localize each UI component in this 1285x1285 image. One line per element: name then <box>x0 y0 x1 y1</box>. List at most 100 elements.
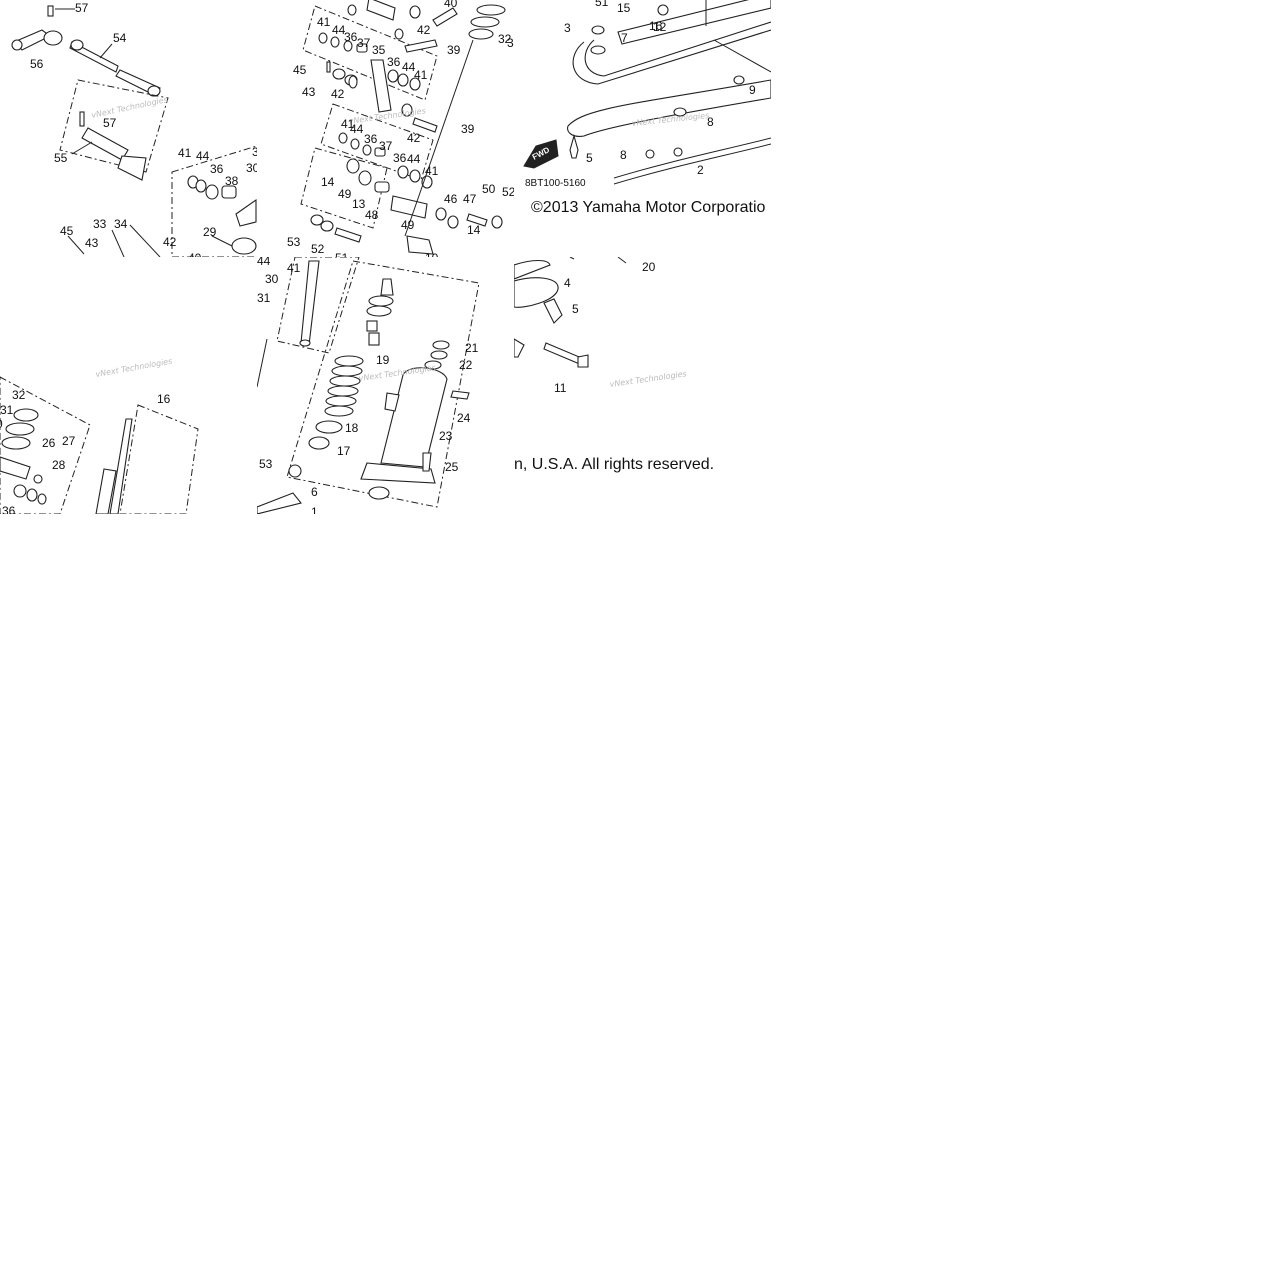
copyright-line-2: n, U.S.A. All rights reserved. <box>514 456 715 473</box>
callout-tc-13: 13 <box>352 197 366 211</box>
callout-bc-1: 1 <box>311 505 318 514</box>
callout-tc-10: 10 <box>425 251 439 257</box>
callout-bc-44: 44 <box>257 257 271 268</box>
ski-rail <box>617 0 771 45</box>
callout-tl-34: 34 <box>114 217 128 231</box>
tile-bottom-center-drawing: vNext Technologies 443041311921222423181… <box>257 257 480 514</box>
subassembly-frame <box>59 79 169 173</box>
callout-tc-51: 51 <box>335 251 349 257</box>
callout-tl-3: 3 <box>252 145 257 159</box>
ski-spindle-plate <box>514 259 551 280</box>
callout-tr-8: 8 <box>707 115 714 129</box>
callout-tl-54: 54 <box>113 31 127 45</box>
callout-tc-52: 52 <box>502 185 514 199</box>
callout-bl-26: 26 <box>42 436 56 450</box>
callout-tc-36: 36 <box>393 151 407 165</box>
tile-bottom-left: vNext Technologies 323102627283616 <box>0 257 257 514</box>
callout-tc-48: 48 <box>365 208 379 222</box>
callout-bc-22: 22 <box>459 358 473 372</box>
callout-bc-2: 2 <box>257 441 258 455</box>
callout-bl-31: 31 <box>0 403 14 417</box>
callout-tl-38: 38 <box>225 174 239 188</box>
callout-tc-36: 36 <box>344 30 358 44</box>
callout-bl-0: 0 <box>0 417 3 431</box>
copyright-line-1: ©2013 Yamaha Motor Corporatio <box>531 199 766 216</box>
callout-bl-16: 16 <box>157 392 171 406</box>
callout-tl-41: 41 <box>178 146 192 160</box>
callout-tc-39: 39 <box>461 122 475 136</box>
callout-bc-31: 31 <box>257 291 271 305</box>
callout-tc-35: 35 <box>372 43 386 57</box>
callout-bc-41: 41 <box>287 261 301 275</box>
callout-bc-25: 25 <box>445 460 459 474</box>
bushing-56 <box>43 30 63 46</box>
callout-tl-29: 29 <box>203 225 217 239</box>
callout-tr-15: 15 <box>617 1 631 15</box>
rod-16 <box>109 418 133 514</box>
callout-tc-53: 53 <box>287 235 301 249</box>
callout-br-11: 11 <box>554 381 567 395</box>
callout-br-20: 20 <box>642 260 656 274</box>
callout-tc-47: 47 <box>463 192 477 206</box>
callout-tr-7: 7 <box>621 31 628 45</box>
callout-tc-50: 50 <box>482 182 496 196</box>
callout-tl-33: 33 <box>93 217 107 231</box>
callout-bc-19: 19 <box>376 353 390 367</box>
arm-55 <box>117 155 147 181</box>
callout-tl-30: 30 <box>246 161 257 175</box>
shaft-51 <box>300 260 320 346</box>
callout-tl-43: 43 <box>85 236 99 250</box>
callout-bl-32: 32 <box>12 388 26 402</box>
callout-tl-45: 45 <box>60 224 74 238</box>
callout-br-4: 4 <box>564 276 571 290</box>
tile-bottom-left-drawing: vNext Technologies 323102627283616 <box>0 357 199 514</box>
callout-bc-18: 18 <box>345 421 359 435</box>
callout-bc-6: 6 <box>311 485 318 499</box>
callout-bc-53: 53 <box>259 457 273 471</box>
callout-tc-44: 44 <box>402 60 416 74</box>
callout-bl-27: 27 <box>62 434 76 448</box>
callout-tc-44: 44 <box>332 23 346 37</box>
callout-tl-57: 57 <box>75 1 89 15</box>
callout-tc-41: 41 <box>341 117 355 131</box>
callout-tl-56: 56 <box>30 57 44 71</box>
callout-bc-17: 17 <box>337 444 351 458</box>
callout-bc-21: 21 <box>465 341 479 355</box>
callout-tc-41: 41 <box>317 15 331 29</box>
callout-br-5: 5 <box>572 302 579 316</box>
callout-tc-40: 40 <box>444 0 458 10</box>
link-35 <box>370 59 392 113</box>
callout-tc-41: 41 <box>414 68 428 82</box>
callout-bc-30: 30 <box>265 272 279 286</box>
callout-bc-23: 23 <box>439 429 453 443</box>
callout-tr-8: 8 <box>620 148 627 162</box>
callout-tl-40: 40 <box>188 251 202 257</box>
callout-tc-37: 37 <box>357 36 371 50</box>
callout-tc-44: 44 <box>407 152 421 166</box>
lever-end <box>11 39 23 51</box>
callout-tl-42: 42 <box>163 235 177 249</box>
pin-57 <box>47 5 54 17</box>
callout-tc-39: 39 <box>447 43 461 57</box>
callout-tr-2: 2 <box>697 163 704 177</box>
callout-tr-12: 12 <box>653 20 667 34</box>
callout-tc-42: 42 <box>331 87 345 101</box>
fwd-tag: FWD <box>523 139 559 169</box>
callout-tc-49: 49 <box>401 218 415 232</box>
callout-tc-43: 43 <box>302 85 316 99</box>
callout-bc-24: 24 <box>457 411 471 425</box>
callout-tc-44: 44 <box>350 122 364 136</box>
callout-bl-28: 28 <box>52 458 66 472</box>
callout-tr-51: 51 <box>595 0 609 9</box>
callout-tc-52: 52 <box>311 242 325 256</box>
shock-body-23 <box>380 367 448 468</box>
